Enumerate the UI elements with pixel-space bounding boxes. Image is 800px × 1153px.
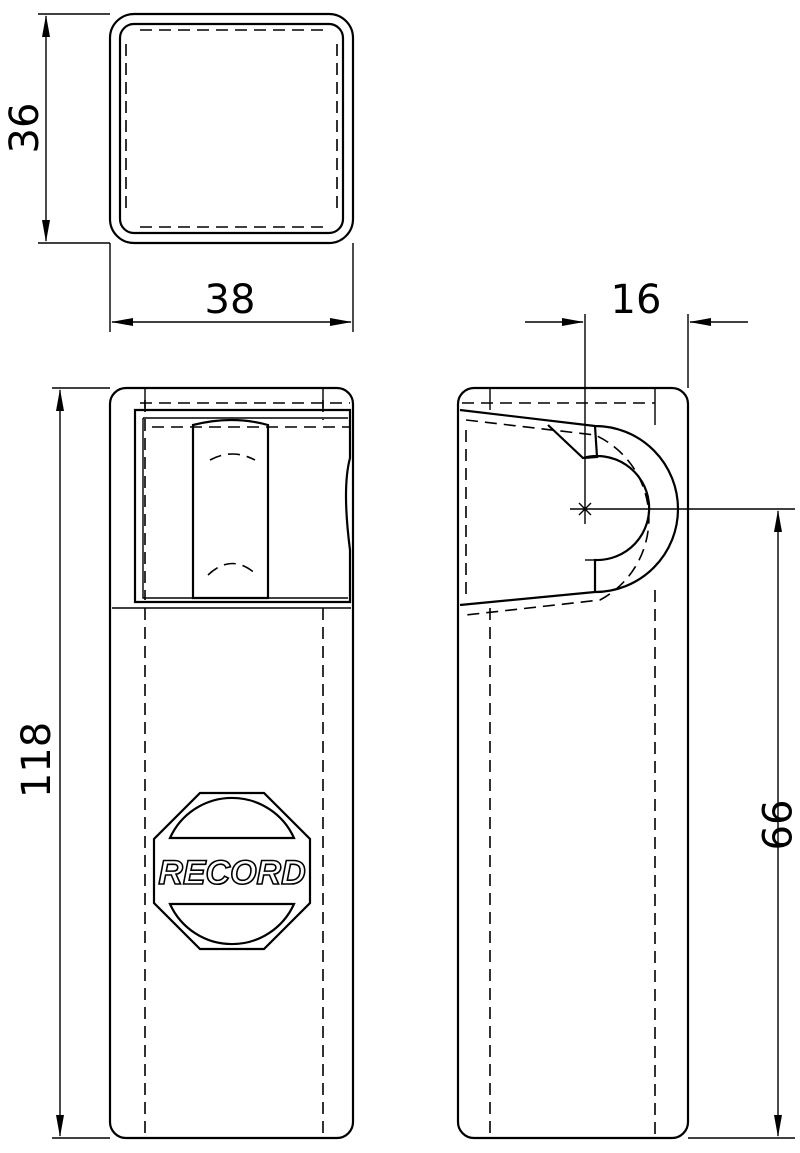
dimension-top-height: 36 <box>2 13 110 244</box>
dim-36-label: 36 <box>2 103 48 154</box>
dimension-top-width: 38 <box>109 243 354 332</box>
dimension-front-height: 118 <box>14 387 110 1139</box>
dim-16-label: 16 <box>611 277 662 323</box>
dim-99-label: 99 <box>752 800 798 851</box>
dim-118-label: 118 <box>14 722 60 798</box>
dimension-side-offset: 16 <box>525 277 748 524</box>
record-logo: RECORD <box>152 791 312 951</box>
logo-text: RECORD <box>158 854 305 892</box>
dim-38-label: 38 <box>205 277 256 323</box>
front-view <box>108 386 355 1140</box>
dimension-side-height: 99 <box>570 502 798 1139</box>
side-view <box>456 386 690 1140</box>
top-view <box>108 12 355 245</box>
